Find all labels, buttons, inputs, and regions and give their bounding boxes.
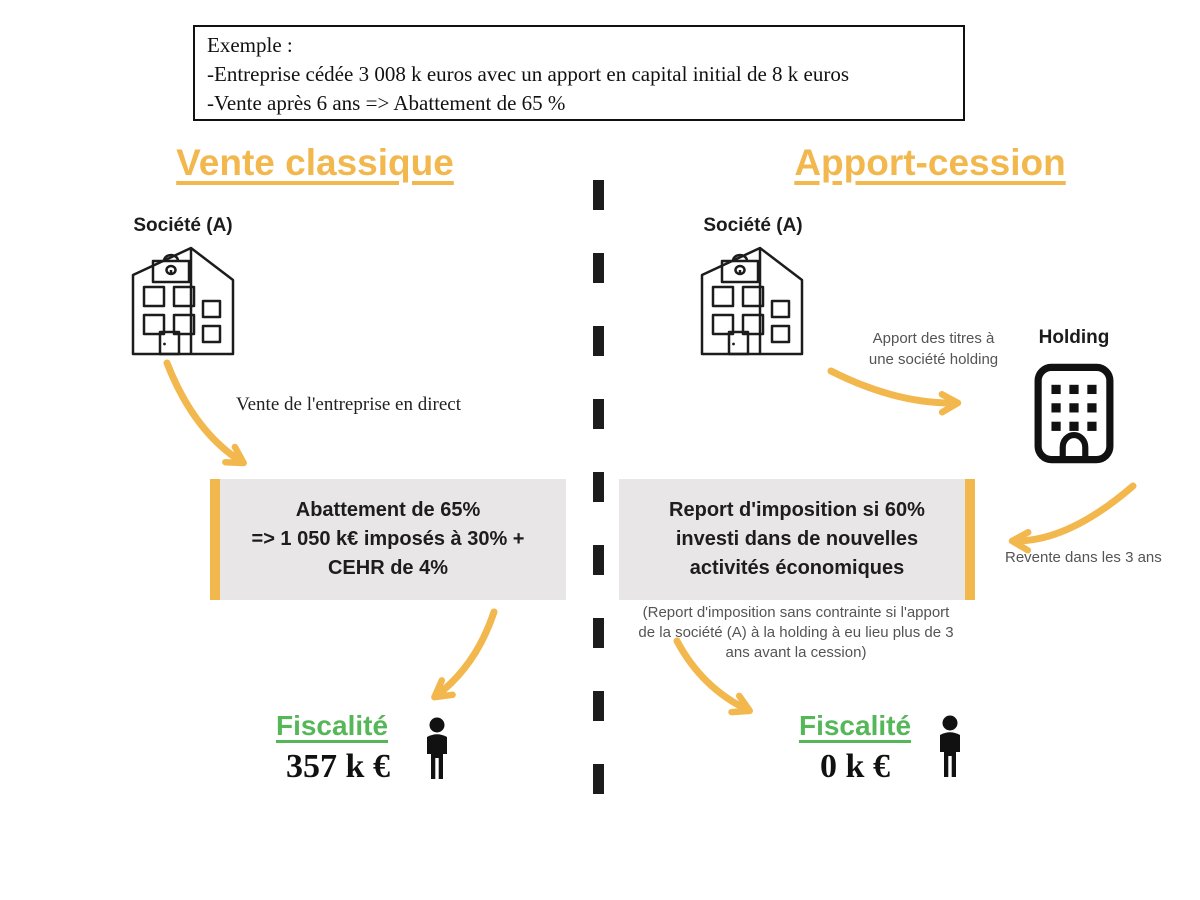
arrow-left-building-to-box <box>163 359 247 467</box>
arrow-left-box-to-fiscal <box>431 608 498 701</box>
right-box-line-2: investi dans de nouvelles <box>675 528 919 550</box>
left-fiscal-label: Fiscalité <box>275 710 389 741</box>
left-company-label: Société (A) <box>133 215 233 236</box>
right-company-label: Société (A) <box>703 215 803 236</box>
right-report-note-line-3: ans avant la cession) <box>725 644 867 661</box>
example-line-2: -Vente après 6 ans => Abattement de 65 % <box>207 91 566 115</box>
arrow-right-building-to-holding <box>827 367 962 416</box>
right-company-building-icon <box>700 246 804 356</box>
holding-building-icon <box>1034 363 1114 464</box>
right-apport-caption: Apport des titres à une société holding <box>856 328 1011 370</box>
right-report-note-line-1: (Report d'imposition sans contrainte si … <box>642 604 950 621</box>
left-person-icon <box>427 717 447 779</box>
right-person-icon <box>940 715 960 777</box>
right-report-note-line-2: de la société (A) à la holding à eu lieu… <box>638 624 954 641</box>
dashed-divider <box>593 180 604 837</box>
example-title: Exemple : <box>207 33 293 57</box>
heading-apport-cession: Apport-cession <box>794 142 1066 183</box>
left-sale-caption: Vente de l'entreprise en direct <box>236 394 461 415</box>
left-info-box-accent-bar <box>210 479 220 600</box>
example-line-1: -Entreprise cédée 3 008 k euros avec un … <box>207 62 850 86</box>
right-apport-caption-line-2: une société holding <box>868 351 999 368</box>
right-info-box: Report d'imposition si 60% investi dans … <box>619 479 975 600</box>
left-company-building-icon <box>131 246 235 356</box>
holding-label: Holding <box>1038 327 1110 348</box>
left-box-line-1: Abattement de 65% <box>295 499 481 521</box>
left-box-line-3: CEHR de 4% <box>327 557 449 579</box>
arrow-holding-to-box <box>1008 482 1137 554</box>
right-box-line-3: activités économiques <box>689 557 905 579</box>
left-info-box: Abattement de 65% => 1 050 k€ imposés à … <box>210 479 566 600</box>
right-report-note: (Report d'imposition sans contrainte si … <box>612 603 980 663</box>
right-box-line-1: Report d'imposition si 60% <box>669 499 925 521</box>
right-fiscal-label: Fiscalité <box>798 710 912 741</box>
left-box-line-2: => 1 050 k€ imposés à 30% + <box>251 528 525 550</box>
right-fiscal-value: 0 k € <box>820 748 890 785</box>
revente-caption: Revente dans les 3 ans <box>1005 549 1162 566</box>
example-box: Exemple : -Entreprise cédée 3 008 k euro… <box>193 25 965 121</box>
left-fiscal-value: 357 k € <box>286 748 390 785</box>
right-info-box-accent-bar <box>965 479 975 600</box>
right-apport-caption-line-1: Apport des titres à <box>872 330 995 347</box>
heading-vente-classique: Vente classique <box>176 142 454 183</box>
